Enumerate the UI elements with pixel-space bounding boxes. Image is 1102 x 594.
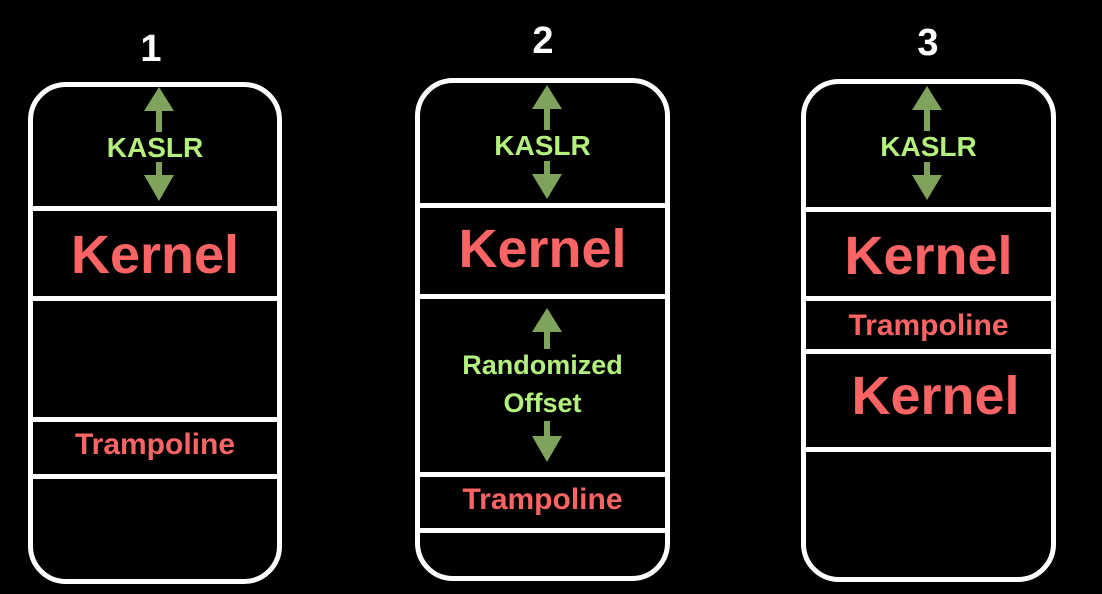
randomized-offset-label-line1: Randomized [462, 350, 623, 380]
kernel-label-1: Kernel [70, 225, 240, 285]
randomized-offset-label-line2: Offset [503, 388, 582, 418]
divider [803, 207, 1054, 212]
kernel-label-2: Kernel [458, 219, 627, 279]
column-number-1: 1 [140, 28, 162, 70]
trampoline-label-1: Trampoline [74, 428, 236, 461]
divider [803, 296, 1054, 301]
divider [417, 528, 668, 533]
kernel-label-3: Kernel [844, 226, 1013, 286]
trampoline-label-2: Trampoline [462, 483, 623, 516]
memory-layout-box-2 [415, 78, 670, 581]
kernel-lower-label-3: Kernel [851, 366, 1020, 426]
divider [417, 472, 668, 477]
divider [30, 417, 280, 422]
kaslr-label-1: KASLR [106, 132, 204, 163]
kaslr-label-2: KASLR [494, 130, 591, 161]
memory-layout-box-3 [801, 79, 1056, 582]
kaslr-label-3: KASLR [880, 131, 977, 162]
divider [30, 474, 280, 479]
trampoline-label-3: Trampoline [848, 309, 1009, 342]
divider [417, 203, 668, 208]
divider [30, 296, 280, 301]
divider [417, 294, 668, 299]
column-number-2: 2 [532, 20, 554, 62]
divider [803, 349, 1054, 354]
divider [803, 447, 1054, 452]
column-number-3: 3 [917, 22, 939, 64]
memory-layout-box-1 [28, 82, 282, 584]
divider [30, 206, 280, 211]
